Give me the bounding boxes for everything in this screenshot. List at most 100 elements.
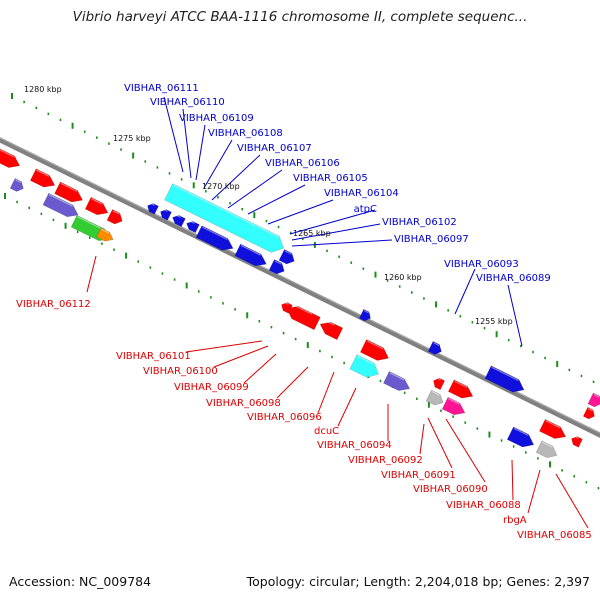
- ruler-label: 1275 kbp: [113, 134, 151, 143]
- gene-arrow-shine: [188, 220, 195, 224]
- gene-arrow-shine: [149, 202, 155, 206]
- leader-line-forward: [182, 108, 192, 179]
- gene-label-reverse: VIBHAR_06100: [143, 366, 218, 377]
- gene-label-forward: VIBHAR_06089: [476, 273, 551, 284]
- gene-arrow-shine: [15, 179, 22, 184]
- gene-label-forward: VIBHAR_06111: [124, 83, 199, 94]
- gene-label-reverse: VIBHAR_06090: [413, 484, 488, 495]
- gene-arrow: [286, 305, 321, 331]
- gene-arrow-shine: [435, 377, 441, 381]
- leader-line-forward: [289, 209, 376, 235]
- gene-arrow-shine: [91, 198, 103, 205]
- gene-features: [0, 148, 600, 458]
- gene-arrow-shine: [101, 228, 110, 234]
- gene-arrow: [268, 259, 285, 275]
- gene-arrow-shine: [36, 169, 50, 177]
- accession-text: Accession: NC_009784: [9, 574, 152, 589]
- gene-arrow: [30, 168, 56, 188]
- gene-label-forward: VIBHAR_06107: [237, 143, 312, 154]
- gene-arrow-shine: [593, 393, 600, 398]
- gene-label-reverse: VIBHAR_06098: [206, 398, 281, 409]
- gene-label-forward: atpC: [354, 204, 377, 215]
- gene-label-reverse: VIBHAR_06096: [247, 412, 322, 423]
- gene-arrow: [571, 436, 583, 448]
- gene-arrow-shine: [573, 435, 579, 439]
- gene-label-forward: VIBHAR_06110: [150, 97, 225, 108]
- gene-label-reverse: VIBHAR_06099: [174, 382, 249, 393]
- gene-arrow-shine: [448, 398, 460, 405]
- gene-arrow: [358, 308, 371, 322]
- leader-line-forward: [195, 124, 206, 181]
- leader-line-reverse: [243, 353, 277, 384]
- gene-arrow-shine: [587, 408, 593, 412]
- gene-arrow: [9, 178, 24, 192]
- ruler-label: 1265 kbp: [293, 229, 331, 238]
- leader-line-reverse: [445, 418, 486, 483]
- leader-line-reverse: [419, 423, 425, 455]
- gene-labels: VIBHAR_06111VIBHAR_06110VIBHAR_06109VIBH…: [16, 83, 592, 541]
- leader-line-forward: [163, 96, 184, 173]
- gene-label-forward: VIBHAR_06105: [293, 173, 368, 184]
- gene-arrow: [106, 209, 123, 225]
- gene-arrow-shine: [366, 340, 384, 350]
- leader-line-reverse: [511, 459, 514, 501]
- leader-line-reverse: [555, 473, 589, 529]
- gene-arrow-shine: [172, 184, 280, 238]
- gene-arrow-shine: [357, 355, 374, 365]
- leader-line-forward: [227, 169, 283, 209]
- leader-line-forward: [247, 184, 306, 215]
- gene-arrow-shine: [240, 244, 261, 256]
- gene-arrow: [349, 354, 379, 378]
- gene-label-reverse: VIBHAR_06112: [16, 299, 91, 310]
- gene-arrow-shine: [112, 210, 120, 215]
- gene-arrow: [0, 148, 21, 168]
- gene-arrow: [587, 392, 600, 408]
- leader-line-reverse: [276, 366, 309, 399]
- map-title: Vibrio harveyi ATCC BAA-1116 chromosome …: [72, 9, 528, 25]
- gene-arrow-shine: [77, 216, 105, 231]
- gene-arrow-shine: [60, 182, 78, 192]
- topology-summary: Topology: circular; Length: 2,204,018 bp…: [246, 574, 590, 589]
- gene-arrow: [186, 221, 200, 234]
- leader-line-reverse: [337, 387, 357, 427]
- gene-arrow: [84, 196, 109, 216]
- chromosome-backbone: [0, 137, 600, 438]
- gene-arrow: [582, 406, 595, 420]
- gene-label-reverse: VIBHAR_06088: [446, 500, 521, 511]
- gene-arrow-shine: [202, 226, 228, 241]
- gene-arrow: [506, 426, 535, 448]
- gene-arrow: [96, 227, 114, 242]
- gene-arrow-shine: [513, 427, 529, 436]
- gene-arrow: [234, 243, 267, 267]
- gene-arrow: [42, 192, 79, 218]
- leader-line-reverse: [185, 340, 263, 353]
- gene-arrow: [195, 225, 234, 251]
- gene-arrow: [164, 183, 284, 253]
- gene-label-reverse: dcuC: [314, 426, 339, 437]
- leader-line-forward: [291, 239, 393, 247]
- gene-label-reverse: VIBHAR_06094: [317, 440, 392, 451]
- gene-arrow: [147, 203, 159, 215]
- ruler-label: 1270 kbp: [202, 182, 240, 191]
- gene-arrow-shine: [389, 372, 405, 381]
- gene-arrow: [441, 396, 466, 416]
- leader-line-reverse: [317, 371, 335, 414]
- leader-line-forward: [454, 268, 476, 315]
- gene-arrow-shine: [0, 149, 15, 158]
- leader-line-forward: [203, 139, 233, 189]
- gene-arrow: [172, 215, 186, 228]
- gene-arrow: [539, 419, 567, 439]
- gene-arrow: [448, 379, 474, 399]
- gene-label-forward: VIBHAR_06097: [394, 234, 469, 245]
- gene-arrow: [319, 321, 344, 341]
- gene-arrow: [535, 440, 558, 458]
- gene-arrow-shine: [174, 214, 181, 218]
- leader-line-forward: [507, 284, 523, 347]
- gene-arrow-shine: [162, 208, 168, 212]
- gene-label-reverse: VIBHAR_06101: [116, 351, 191, 362]
- gene-arrow-shine: [491, 366, 519, 382]
- gene-arrow: [360, 339, 389, 361]
- gene-arrow-shine: [274, 260, 282, 265]
